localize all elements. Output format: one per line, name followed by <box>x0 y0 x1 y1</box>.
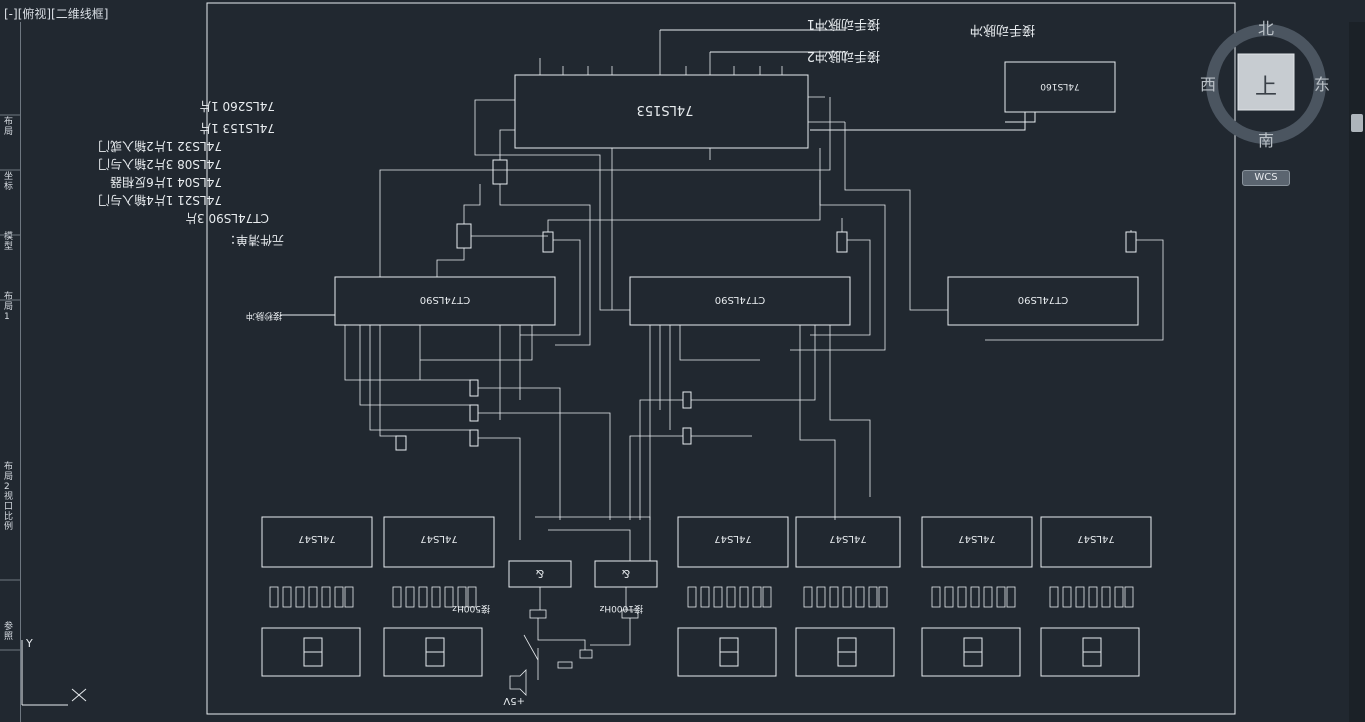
vertical-scrollbar[interactable] <box>1349 22 1365 722</box>
svg-text:74LS08 3片2输入与门: 74LS08 3片2输入与门 <box>98 157 222 172</box>
shift-chip[interactable]: 74LS160 <box>1004 61 1116 113</box>
ucs-icon: Y <box>21 637 87 706</box>
compass-west[interactable]: 西 <box>1200 75 1216 94</box>
view-cube[interactable]: 上 北 南 东 西 <box>1198 14 1338 164</box>
svg-text:74LS47: 74LS47 <box>1077 533 1114 544</box>
buzzer-power-label: +5V <box>503 695 525 706</box>
svg-text:CT74LS90 3片: CT74LS90 3片 <box>185 211 269 225</box>
shift-input-label: 接手动脉冲 <box>970 22 1035 38</box>
svg-text:元件清单：: 元件清单： <box>224 233 284 247</box>
shift-chip-label: 74LS160 <box>1040 81 1080 91</box>
counter-left-label: CT74LS90 <box>420 294 470 305</box>
layout-tab-5[interactable]: 参照 <box>4 622 14 642</box>
decoder-2[interactable]: 74LS47 <box>383 516 495 568</box>
decoder-5[interactable]: 74LS47 <box>921 516 1033 568</box>
svg-text:74LS47: 74LS47 <box>958 533 995 544</box>
svg-text:74LS153 1片: 74LS153 1片 <box>199 121 275 135</box>
svg-text:74LS47: 74LS47 <box>298 533 335 544</box>
layout-tab-4[interactable]: 布局2 视口比例 <box>4 462 14 532</box>
mux-pins <box>539 30 845 310</box>
svg-text:74LS21 1片4输入与门: 74LS21 1片4输入与门 <box>98 193 222 208</box>
compass-north[interactable]: 北 <box>1258 19 1274 38</box>
svg-text:74LS47: 74LS47 <box>420 533 457 544</box>
resistor-banks <box>269 586 1134 608</box>
nand-gate-right[interactable]: & <box>594 560 658 588</box>
decoder-1[interactable]: 74LS47 <box>261 516 373 568</box>
buzzer-circuit <box>509 516 651 696</box>
counter-left[interactable]: CT74LS90 <box>334 276 556 326</box>
bom-list: 74LS260 1片 74LS153 1片 74LS32 1片2输入或门 74L… <box>98 99 284 247</box>
layout-tab-1[interactable]: 坐标 <box>4 172 14 192</box>
counter-mid[interactable]: CT74LS90 <box>629 276 851 326</box>
svg-text:74LS04 1片6反相器: 74LS04 1片6反相器 <box>110 175 222 189</box>
svg-text:74LS260 1片: 74LS260 1片 <box>199 99 275 113</box>
counter-right-label: CT74LS90 <box>1018 294 1068 305</box>
layout-tabs-panel[interactable]: 布局坐标模型布局1 布局2 视口比例参照 <box>0 22 21 722</box>
mux-chip-label: 74LS153 <box>637 102 694 117</box>
layout-tab-3[interactable]: 布局1 <box>4 292 14 322</box>
scrollbar-thumb[interactable] <box>1351 114 1363 132</box>
decoder-6[interactable]: 74LS47 <box>1040 516 1152 568</box>
counter-mid-label: CT74LS90 <box>715 294 765 305</box>
svg-text:&: & <box>535 567 544 580</box>
drawing-frame <box>206 2 1236 715</box>
svg-text:&: & <box>621 567 630 580</box>
mux-chip[interactable]: 74LS153 <box>514 74 809 149</box>
layout-tab-0[interactable]: 布局 <box>4 117 14 137</box>
counter-right[interactable]: CT74LS90 <box>947 276 1139 326</box>
input-label-1: 接手动脉冲1 <box>807 16 880 32</box>
left-panel-dividers <box>0 114 20 651</box>
freq-label-500: 接500Hz <box>452 603 490 615</box>
viewport-label[interactable]: [-][俯视][二维线框] <box>4 7 109 21</box>
svg-text:74LS47: 74LS47 <box>714 533 751 544</box>
layout-tab-2[interactable]: 模型 <box>4 232 14 252</box>
seven-seg-displays <box>261 627 1140 677</box>
input-label-2: 接手动脉冲2 <box>807 48 880 64</box>
nand-gate-left[interactable]: & <box>508 560 572 588</box>
decoder-3[interactable]: 74LS47 <box>677 516 789 568</box>
svg-text:74LS32 1片2输入或门: 74LS32 1片2输入或门 <box>98 139 222 154</box>
wiring <box>344 97 1164 540</box>
compass-south[interactable]: 南 <box>1258 131 1274 150</box>
wcs-menu[interactable]: WCS <box>1242 170 1290 186</box>
decoder-4[interactable]: 74LS47 <box>795 516 901 568</box>
compass-east[interactable]: 东 <box>1314 75 1330 94</box>
left-input-label: 接秒脉冲 <box>246 310 282 322</box>
view-cube-top[interactable]: 上 <box>1255 75 1277 100</box>
svg-text:Y: Y <box>25 637 33 650</box>
freq-label-1000: 接1000Hz <box>599 603 643 615</box>
svg-text:74LS47: 74LS47 <box>829 533 866 544</box>
